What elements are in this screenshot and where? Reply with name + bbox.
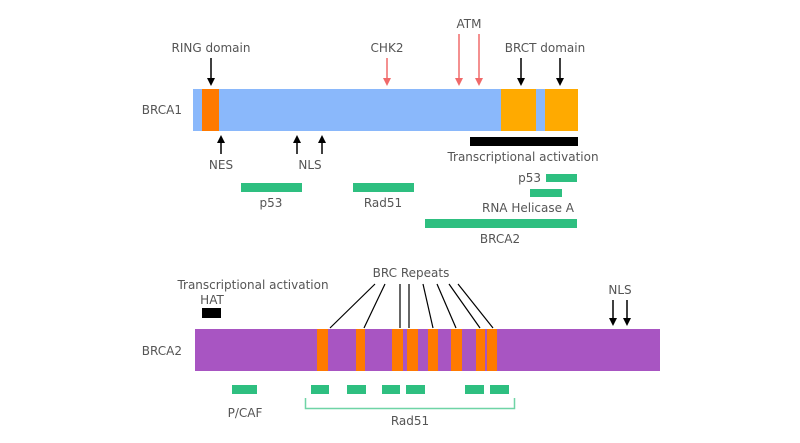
rad51-binding-site-4 xyxy=(406,385,425,394)
brc-repeat-1 xyxy=(317,329,328,371)
brca1-rad51-label: Rad51 xyxy=(364,196,402,210)
brc-leader-line-2 xyxy=(363,283,386,329)
rad51-binding-site-3 xyxy=(382,385,400,394)
brc-repeats-label: BRC Repeats xyxy=(373,266,450,280)
brc-repeat-2 xyxy=(356,329,365,371)
brca2-binding-region xyxy=(425,219,577,228)
brca1-nls-label: NLS xyxy=(298,158,321,172)
brca1-rad51-binding-region xyxy=(353,183,414,192)
rna-helicase-label: RNA Helicase A xyxy=(482,201,575,215)
brca2-section: BRCA2 BRC Repeats Transcriptional activa… xyxy=(142,266,660,428)
rad51-bracket xyxy=(304,398,516,410)
ring-domain-label: RING domain xyxy=(172,41,251,55)
brc-repeat-4 xyxy=(407,329,418,371)
rad51-binding-site-1 xyxy=(311,385,329,394)
brca1-ring-domain xyxy=(202,89,219,131)
brc-repeat-7 xyxy=(476,329,485,371)
brca1-transcriptional-activation-label: Transcriptional activation xyxy=(446,150,598,164)
brca1-brct-domain-2 xyxy=(545,89,578,131)
brc-leader-line-1 xyxy=(329,283,376,329)
brct-domain-label: BRCT domain xyxy=(505,41,585,55)
brc-repeat-6 xyxy=(451,329,462,371)
brca2-rad51-label: Rad51 xyxy=(391,414,429,428)
chk2-label: CHK2 xyxy=(371,41,404,55)
pcaf-label: P/CAF xyxy=(228,406,263,420)
brca2-transcriptional-activation-label: Transcriptional activation xyxy=(176,278,328,292)
brca1-transcriptional-activation-bar xyxy=(470,137,578,146)
brc-repeat-5 xyxy=(428,329,438,371)
brc-leader-line-7 xyxy=(448,283,481,329)
brc-repeat-leader-lines xyxy=(329,283,494,329)
brca1-p53-c-terminal-label: p53 xyxy=(518,171,541,185)
brca1-section: BRCA1 RING domain CHK2 ATM BRCT domain N… xyxy=(142,17,599,246)
brca1-label: BRCA1 xyxy=(142,103,182,117)
brc-leader-line-6 xyxy=(436,283,457,329)
pcaf-binding-region xyxy=(232,385,257,394)
rad51-binding-site-5 xyxy=(465,385,484,394)
brca2-binding-label: BRCA2 xyxy=(480,232,520,246)
rad51-binding-site-2 xyxy=(347,385,366,394)
brc-leader-line-5 xyxy=(422,283,434,329)
brca1-brct-domain-1 xyxy=(501,89,536,131)
nes-label: NES xyxy=(209,158,233,172)
hat-domain-bar xyxy=(202,308,221,318)
brca1-p53-c-terminal-binding-region xyxy=(546,174,577,182)
brca2-protein-bar xyxy=(195,329,660,371)
brca1-p53-label: p53 xyxy=(260,196,283,210)
atm-label: ATM xyxy=(457,17,482,31)
hat-label: HAT xyxy=(200,293,224,307)
brc-repeat-3 xyxy=(392,329,403,371)
rna-helicase-binding-region xyxy=(530,189,562,197)
rad51-binding-site-6 xyxy=(490,385,509,394)
brc-leader-line-8 xyxy=(457,283,494,329)
brca2-label: BRCA2 xyxy=(142,344,182,358)
brca2-nls-label: NLS xyxy=(608,283,631,297)
brca1-p53-binding-region xyxy=(241,183,302,192)
brc-repeat-8 xyxy=(487,329,497,371)
